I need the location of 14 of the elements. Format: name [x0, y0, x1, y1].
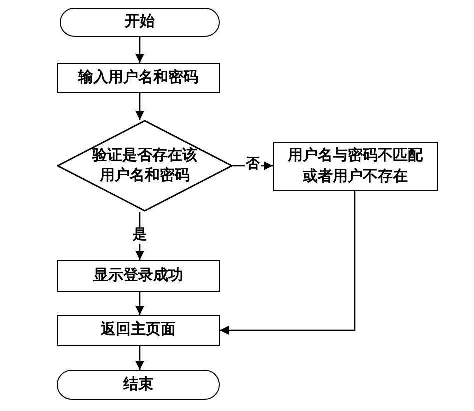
- end-terminal: 结束: [57, 370, 220, 400]
- arrow: [220, 191, 356, 335]
- arrow: [136, 292, 144, 315]
- process-box: 返回主页面: [57, 315, 220, 346]
- arrow: [136, 93, 144, 120]
- arrow: [136, 37, 144, 63]
- process-box: 用户名与密码不匹配或者用户不存在: [273, 142, 438, 191]
- process-box: 输入用户名和密码: [57, 63, 220, 93]
- start-terminal: 开始: [60, 8, 220, 37]
- node-text: 验证是否存在该用户名和密码: [91, 146, 198, 186]
- process-box: 显示登录成功: [57, 260, 220, 292]
- arrow: [136, 346, 144, 370]
- edge-label: 否: [245, 157, 261, 173]
- edge-label: 是: [132, 228, 148, 244]
